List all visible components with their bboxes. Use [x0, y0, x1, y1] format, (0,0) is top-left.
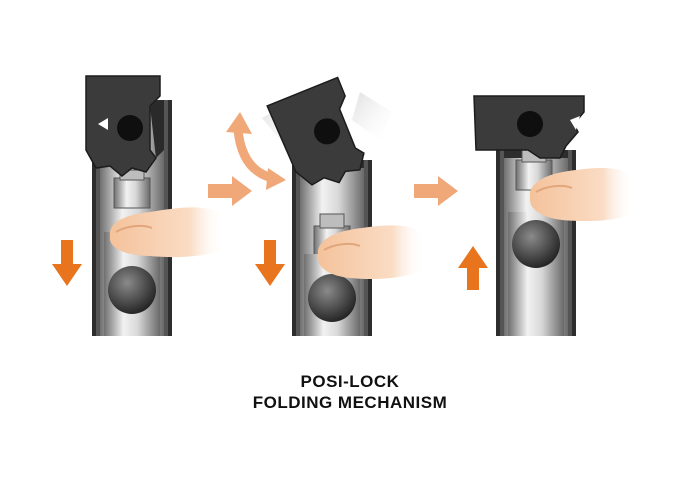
- down-arrow-icon: [52, 240, 82, 286]
- diagram-title-line-2: FOLDING MECHANISM: [252, 393, 448, 412]
- detent-ball: [108, 266, 156, 314]
- panel-2-fold: [226, 76, 424, 336]
- pivot-pin: [517, 111, 543, 137]
- up-arrow-icon: [458, 246, 488, 290]
- rotate-arrow-icon: [226, 112, 286, 190]
- detent-ball: [512, 220, 560, 268]
- down-arrow-icon: [255, 240, 285, 286]
- thumb-hand: [318, 225, 424, 280]
- detent-ball: [308, 274, 356, 322]
- thumb-hand: [530, 168, 634, 222]
- pivot-pin: [314, 118, 341, 145]
- step-arrow-icon: [208, 176, 252, 206]
- panel-3-release: [458, 95, 634, 336]
- diagram-title-line-1: POSI-LOCK: [300, 372, 400, 391]
- thumb-hand: [110, 207, 224, 258]
- pivot-pin: [117, 115, 143, 141]
- panel-1-press: [52, 75, 224, 336]
- step-arrow-icon: [414, 176, 458, 206]
- lock-plunger: [113, 177, 151, 209]
